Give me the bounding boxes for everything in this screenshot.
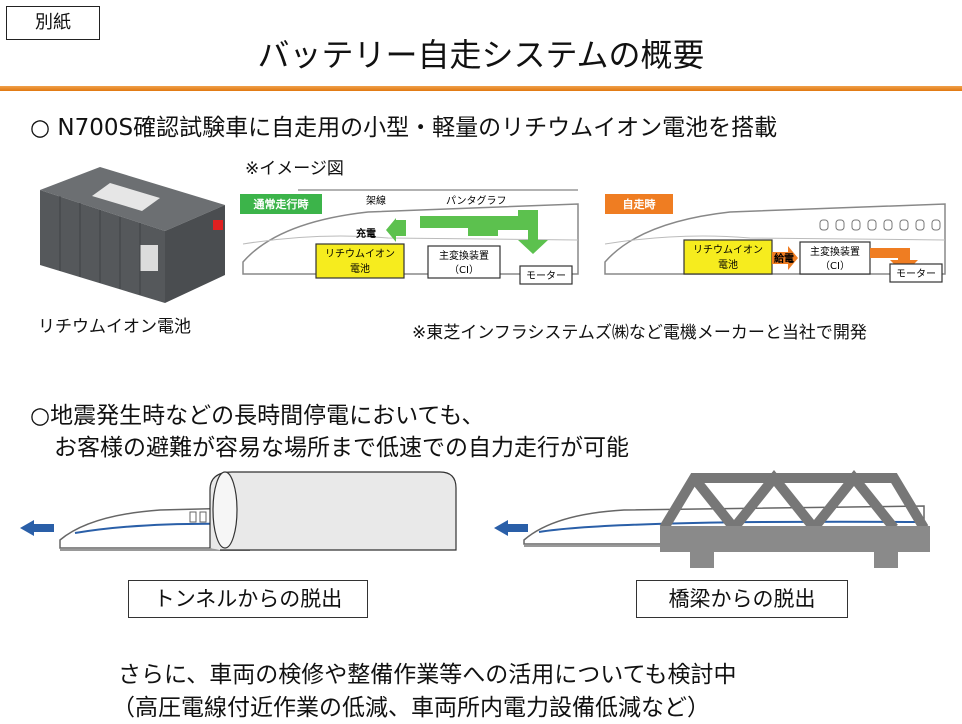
left-arrow-icon <box>20 520 54 536</box>
page-title: バッテリー自走システムの概要 <box>257 36 705 74</box>
selfrun-badge-bg <box>605 194 673 214</box>
tunnel-escape-label: トンネルからの脱出 <box>128 580 368 618</box>
bridge-scene <box>494 470 930 568</box>
charge-label: 充電 <box>356 227 376 240</box>
developer-note: ※東芝インフラシステムズ㈱など電機メーカーと当社で開発 <box>412 323 867 343</box>
footer-line1: さらに、車両の検修や整備作業等への活用についても検討中 <box>118 662 737 688</box>
bullet-emergency-line1: ○地震発生時などの長時間停電においても、 <box>30 403 485 429</box>
normal-badge: 通常走行時 <box>254 197 309 211</box>
normal-converter-label-1: 主変換装置 <box>439 249 489 262</box>
selfrun-converter-label-2: （CI） <box>820 260 850 272</box>
selfrun-battery-label-1: リチウムイオン <box>693 244 763 256</box>
pantograph-label: パンタグラフ <box>446 194 507 207</box>
battery-caption: リチウムイオン電池 <box>38 317 191 337</box>
selfrun-motor-label: モーター <box>896 268 936 280</box>
normal-converter-label-2: （CI） <box>449 264 479 276</box>
battery-illustration <box>40 167 225 303</box>
bullet-emergency-line2: お客様の避難が容易な場所まで低速での自力走行が可能 <box>54 435 629 461</box>
supply-label: 給電 <box>774 252 794 265</box>
overhead-line-label: 架線 <box>366 194 386 207</box>
left-arrow-icon <box>494 520 528 536</box>
normal-motor-label: モーター <box>526 270 566 282</box>
normal-battery-label-2: 電池 <box>350 262 370 275</box>
selfrun-battery-label-2: 電池 <box>718 258 738 271</box>
tunnel-scene <box>20 471 457 551</box>
footer-line2: （高圧電線付近作業の低減、車両所内電力設備低減など） <box>112 695 710 721</box>
normal-badge-bg <box>240 194 322 214</box>
bridge-escape-label: 橋梁からの脱出 <box>636 580 848 618</box>
title-divider <box>0 86 962 91</box>
selfrun-badge: 自走時 <box>623 197 656 211</box>
bullet-battery: ○ N700S確認試験車に自走用の小型・軽量のリチウムイオン電池を搭載 <box>30 115 778 141</box>
normal-running-diagram: 通常走行時 架線 パンタグラフ 充電 リチウムイオン 電池 主変換装置 （CI）… <box>240 189 579 285</box>
self-running-diagram: 自走時 リチウムイオン 電池 給電 主変換装置 （CI） モーター <box>604 194 946 283</box>
appendix-tag: 別紙 <box>6 6 100 40</box>
normal-battery-label-1: リチウムイオン <box>325 248 395 260</box>
selfrun-converter-label-1: 主変換装置 <box>810 245 860 258</box>
image-note: ※イメージ図 <box>245 159 344 179</box>
